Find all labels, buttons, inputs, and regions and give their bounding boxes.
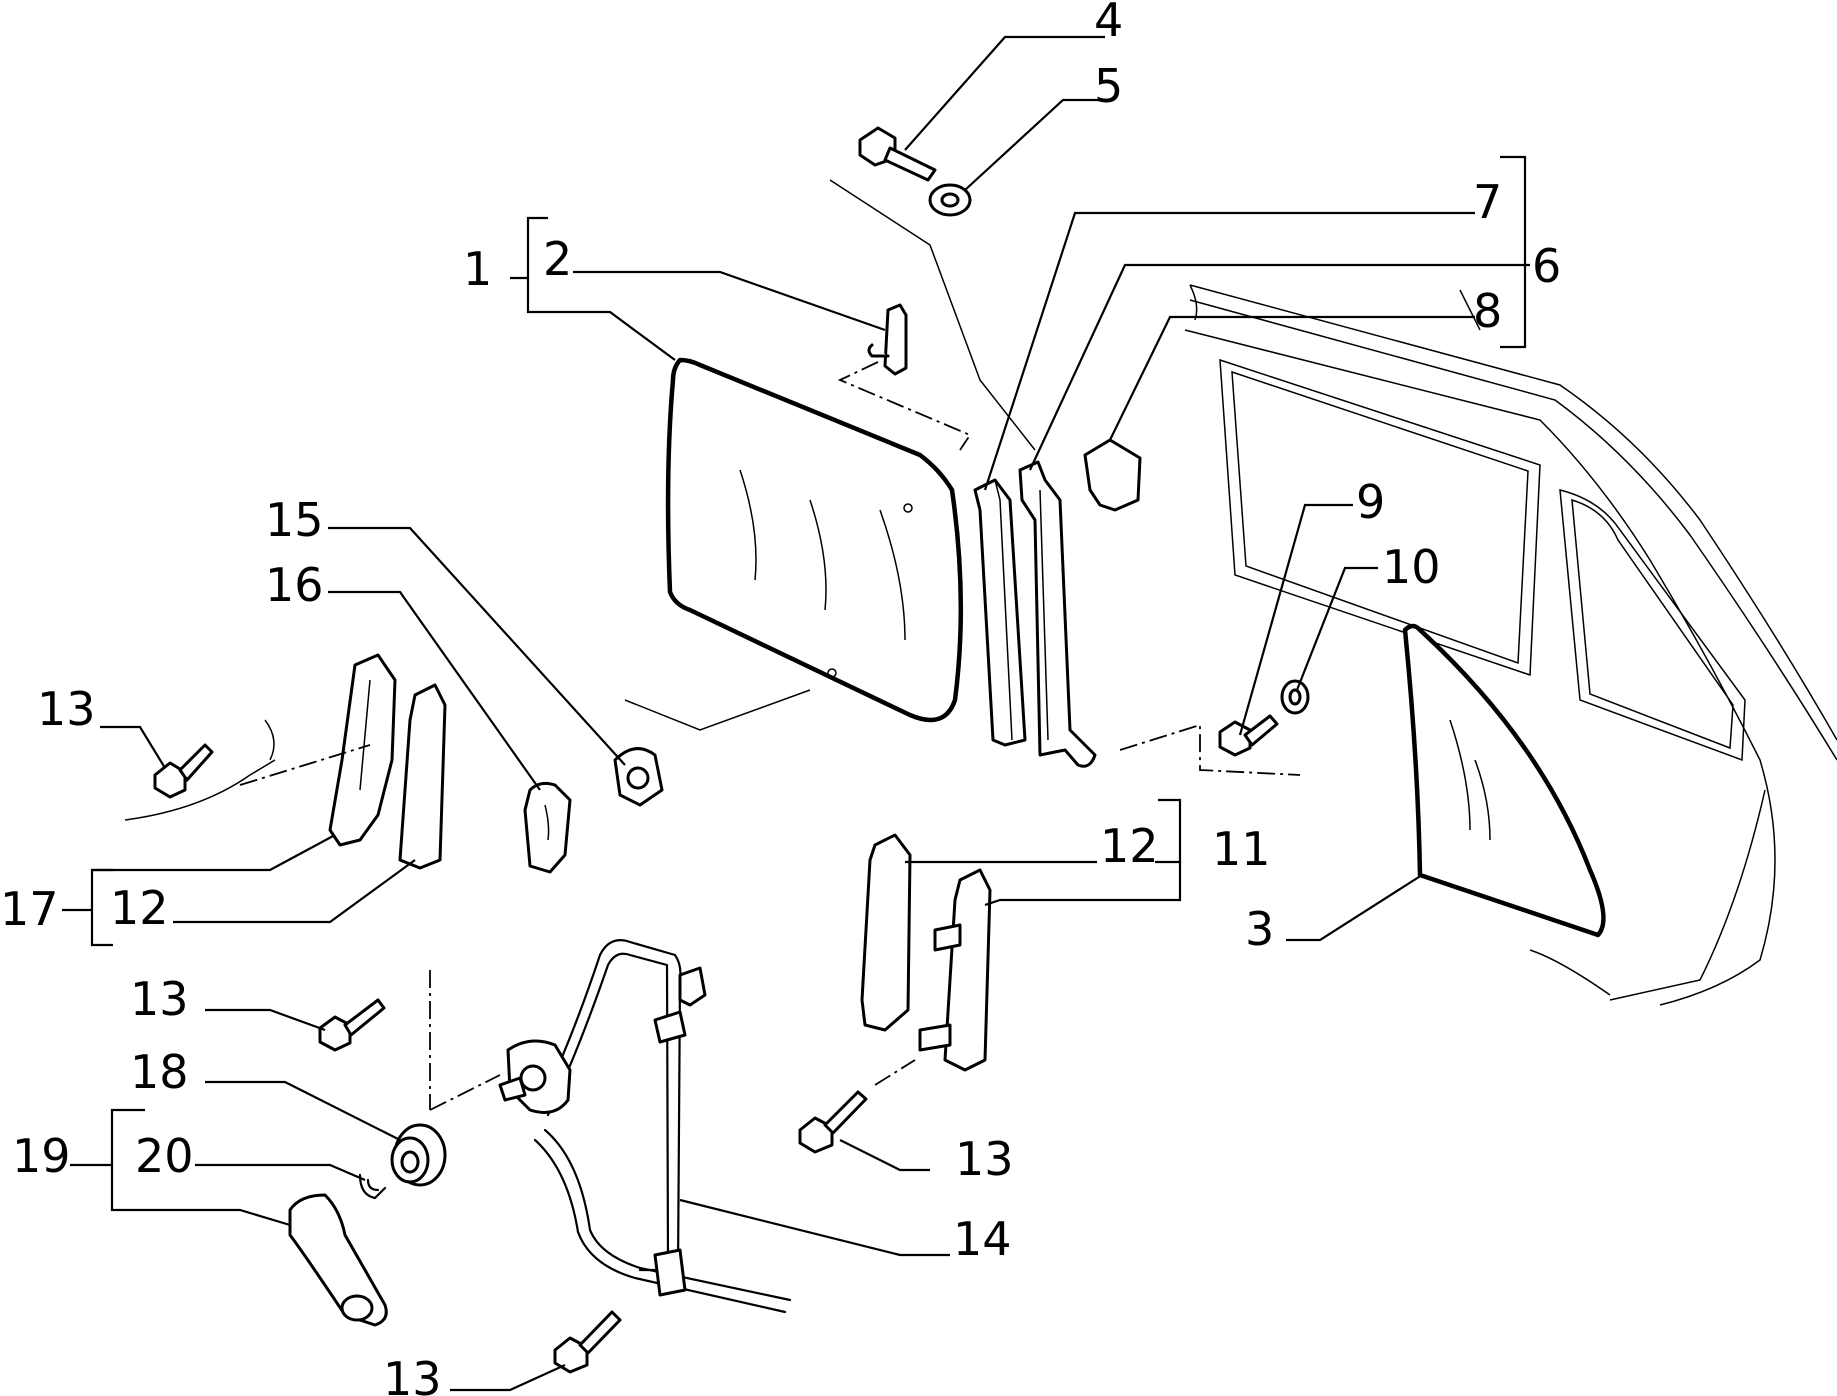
callout-19: 19: [12, 1129, 71, 1183]
callout-12-left: 12: [110, 881, 169, 935]
leader-lines: [62, 35, 1530, 1392]
washer-5: [829, 179, 1036, 451]
door-body-outline: [1184, 284, 1837, 1006]
guide-12-left: [398, 683, 447, 870]
callout-15: 15: [265, 493, 324, 547]
callout-13-d: 13: [383, 1352, 442, 1396]
callout-13-b: 13: [130, 972, 189, 1026]
callout-13-a: 13: [37, 682, 96, 736]
door-glass: [665, 357, 964, 723]
callout-12-right: 12: [1100, 819, 1159, 873]
knob-18: [390, 1123, 447, 1187]
callout-8: 8: [1473, 284, 1502, 338]
clip-16: [523, 781, 572, 874]
bolt-13-a: [153, 743, 214, 799]
callout-1: 1: [463, 242, 492, 296]
callout-11: 11: [1212, 822, 1271, 876]
guide-17: [124, 653, 397, 847]
guide-11: [874, 868, 992, 1086]
quarter-glass: [1402, 623, 1606, 938]
bolt-9: [1218, 714, 1279, 757]
bolt-13-d: [553, 1310, 622, 1374]
callout-7: 7: [1473, 175, 1502, 229]
window-crank-handle: [288, 1193, 388, 1327]
callout-labels: 4 5 7 6 8 1 2 9 10 15 16 13 12 11 3 17 1…: [0, 0, 1561, 1396]
bolt-13-b: [798, 1090, 868, 1154]
window-regulator: [429, 939, 792, 1314]
callout-17: 17: [0, 882, 59, 936]
callout-10: 10: [1382, 540, 1441, 594]
bolt-4: [858, 126, 937, 182]
run-channel-7: [973, 478, 1027, 747]
callout-6: 6: [1532, 239, 1561, 293]
clip-15: [613, 689, 811, 807]
callout-20: 20: [135, 1129, 194, 1183]
washer-10: [1280, 679, 1310, 715]
bolt-13-c: [318, 970, 431, 1110]
glass-clip: [837, 303, 972, 451]
callout-16: 16: [265, 558, 324, 612]
guide-12-right: [860, 833, 912, 1032]
clip-8: [1083, 438, 1142, 512]
callout-9: 9: [1356, 475, 1385, 529]
run-channel-6: [1018, 460, 1301, 776]
callout-14: 14: [953, 1212, 1012, 1266]
callout-4: 4: [1094, 0, 1123, 47]
callout-18: 18: [130, 1045, 189, 1099]
callout-2: 2: [543, 232, 572, 286]
callout-3: 3: [1245, 902, 1274, 956]
callout-13-c: 13: [955, 1132, 1014, 1186]
callout-5: 5: [1094, 59, 1123, 113]
